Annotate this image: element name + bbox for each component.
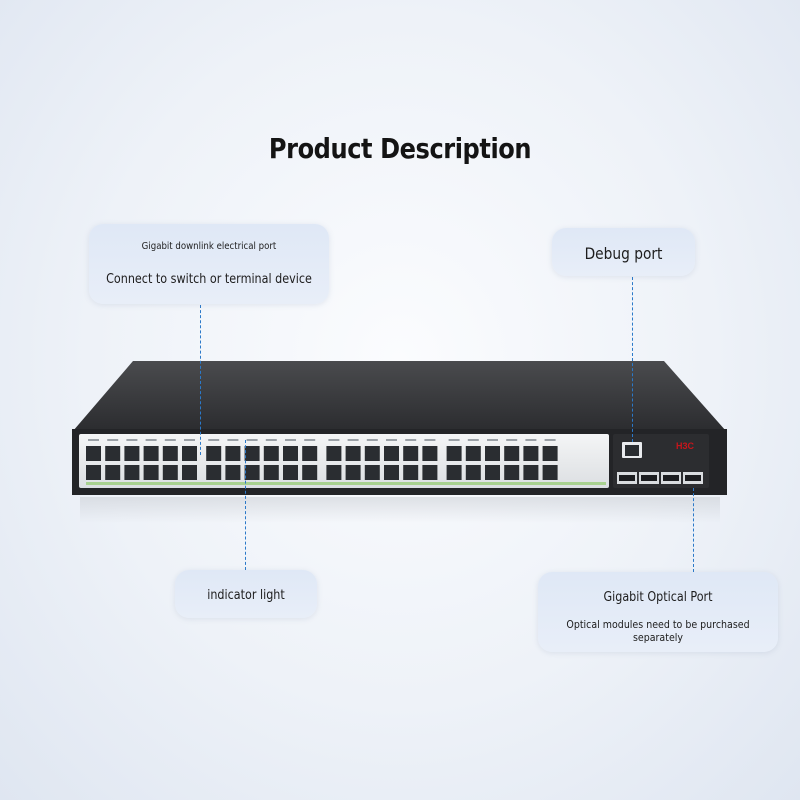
rj45-port: [162, 446, 178, 461]
rj45-port: [364, 465, 380, 480]
rj45-port: [504, 465, 520, 480]
rj45-port: [384, 465, 399, 480]
rj45-port: [244, 446, 260, 461]
callout-indicator-title: indicator light: [207, 588, 285, 603]
port-indicator-led: [304, 439, 316, 441]
port-indicator-led: [424, 439, 436, 441]
port-indicator-led: [265, 439, 277, 441]
rj45-port: [225, 446, 241, 461]
rj45-port: [244, 465, 260, 480]
switch-reflection: [80, 497, 720, 523]
callout-downlink-description: Connect to switch or terminal device: [106, 272, 312, 287]
port-indicator-led: [107, 439, 119, 441]
rj45-port: [485, 465, 500, 480]
rj45-port: [403, 465, 419, 480]
rj45-port: [364, 446, 380, 461]
rj45-port: [302, 465, 318, 480]
port-indicator-led: [285, 439, 296, 441]
rj45-port: [326, 465, 342, 480]
callout-indicator-light: indicator light: [175, 570, 317, 618]
rj45-port: [124, 465, 140, 480]
port-indicator-led: [227, 439, 239, 441]
indicator-light-strip: [86, 482, 606, 485]
rj45-port: [143, 446, 159, 461]
debug-port: [622, 442, 642, 458]
rj45-port: [326, 446, 342, 461]
port-indicator-led: [208, 439, 220, 441]
brand-logo: H3C: [676, 441, 695, 451]
port-indicator-led: [145, 439, 157, 441]
rj45-port: [422, 446, 438, 461]
rj45-port: [86, 446, 101, 461]
callout-downlink-title: Gigabit downlink electrical port: [141, 241, 277, 252]
port-indicator-led: [386, 439, 397, 441]
rj45-port: [86, 465, 101, 480]
rj45-port: [465, 446, 481, 461]
rj45-port: [206, 446, 222, 461]
sfp-slot: [641, 475, 657, 481]
port-indicator-led: [506, 439, 518, 441]
rj45-port: [143, 465, 159, 480]
rj45-port: [504, 446, 520, 461]
sfp-slot: [663, 475, 679, 481]
rj45-port: [446, 446, 462, 461]
port-indicator-led: [328, 439, 340, 441]
rj45-port: [124, 446, 140, 461]
port-indicator-led: [164, 439, 176, 441]
port-indicator-led: [487, 439, 498, 441]
port-indicator-led: [88, 439, 99, 441]
callout-debug-port: Debug port: [552, 228, 695, 276]
port-indicator-led: [246, 439, 258, 441]
rj45-port: [523, 465, 539, 480]
leader-line-indicator: [245, 440, 246, 570]
rj45-port: [302, 446, 318, 461]
leader-line-optical: [693, 488, 694, 572]
port-indicator-led: [347, 439, 359, 441]
rj45-port: [182, 446, 197, 461]
port-indicator-led: [448, 439, 460, 441]
rj45-port: [283, 465, 298, 480]
rj45-port: [182, 465, 197, 480]
page-title: Product Description: [268, 132, 532, 165]
rj45-port: [403, 446, 419, 461]
rj45-port: [446, 465, 462, 480]
sfp-slot: [619, 475, 635, 481]
leader-line-debug: [632, 277, 633, 442]
callout-optical-port: Gigabit Optical Port Optical modules nee…: [538, 572, 778, 652]
rj45-port: [206, 465, 222, 480]
sfp-slot: [685, 475, 701, 481]
rj45-port: [225, 465, 241, 480]
leader-line-downlink: [200, 305, 201, 455]
rj45-port: [105, 465, 121, 480]
callout-debug-title: Debug port: [584, 244, 663, 263]
port-indicator-led: [366, 439, 378, 441]
port-indicator-led: [544, 439, 556, 441]
rj45-port: [345, 446, 361, 461]
rj45-port: [162, 465, 178, 480]
port-indicator-led: [184, 439, 195, 441]
rj45-port: [283, 446, 298, 461]
callout-downlink-port: Gigabit downlink electrical port Connect…: [89, 224, 329, 304]
rj45-port: [384, 446, 399, 461]
rj45-port: [523, 446, 539, 461]
port-indicator-led: [525, 439, 537, 441]
rj45-port: [422, 465, 438, 480]
rj45-port: [105, 446, 121, 461]
rj45-port: [542, 446, 558, 461]
rj45-port: [345, 465, 361, 480]
rj45-port: [465, 465, 481, 480]
rj45-port: [263, 446, 279, 461]
rj45-port: [542, 465, 558, 480]
rj45-port: [485, 446, 500, 461]
port-indicator-led: [126, 439, 138, 441]
port-indicator-led: [405, 439, 417, 441]
callout-optical-title: Gigabit Optical Port: [603, 590, 713, 605]
rj45-port: [263, 465, 279, 480]
port-indicator-led: [467, 439, 479, 441]
switch-chassis-top: [73, 361, 726, 431]
callout-optical-description: Optical modules need to be purchased sep…: [566, 618, 750, 644]
